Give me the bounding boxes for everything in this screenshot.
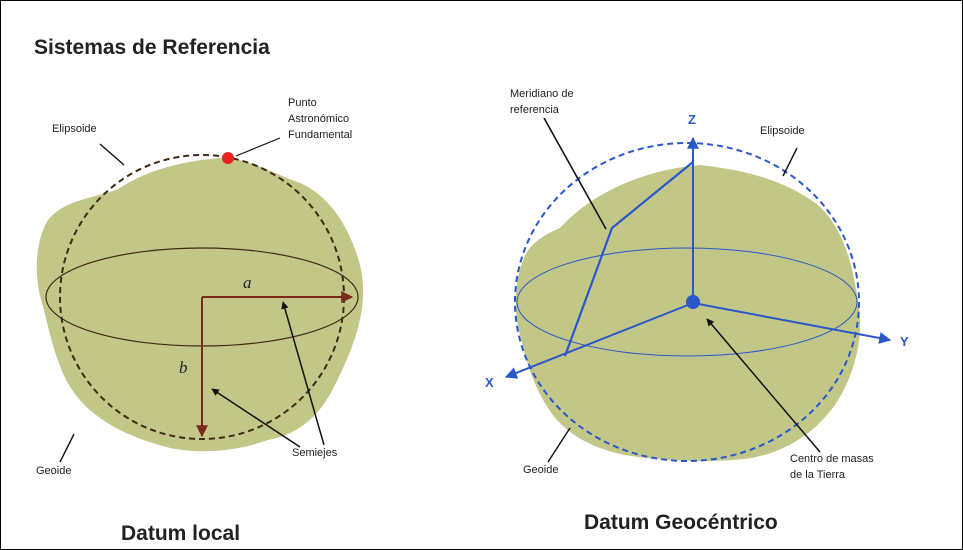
right-panel-datum-geocentrico: Z Y X Meridiano de referencia Elipsoide … [485,88,909,534]
x-axis-label: X [485,375,494,390]
semi-major-label: a [243,273,252,292]
right-caption: Datum Geocéntrico [584,511,778,534]
z-axis-label: Z [688,112,696,127]
right-ellipsoid-leader [782,147,798,177]
left-ellipsoid-leader [99,143,125,166]
fundamental-point-label: Punto Astronómico Fundamental [288,97,352,141]
semiaxes-label: Semiejes [292,447,338,459]
reference-meridian [563,161,694,357]
y-axis-label: Y [900,334,909,349]
center-of-mass-leader [706,318,821,453]
right-ellipsoid-outline [514,142,860,462]
right-geoid-label: Geoide [523,464,558,476]
semi-minor-label: b [179,358,188,377]
right-ellipsoid-label: Elipsoide [760,125,805,137]
left-geoid-leader [59,433,75,463]
center-of-mass-marker [686,295,700,309]
left-geoid-label: Geoide [36,465,71,477]
center-of-mass-label: Centro de masas de la Tierra [790,453,877,481]
x-axis [504,302,694,379]
meridian-leader [543,117,607,230]
semiaxes-leader-1 [211,388,301,448]
fundamental-point-marker [222,152,234,164]
right-equator-ellipse [516,247,858,357]
left-ellipsoid-label: Elipsoide [52,123,97,135]
left-caption: Datum local [121,522,240,545]
y-axis [692,302,892,344]
meridian-label: Meridiano de referencia [510,88,577,116]
left-geoid-shape [36,158,364,452]
page-title: Sistemas de Referencia [34,36,270,59]
right-geoid-leader [547,427,571,463]
semiaxes-leader-2 [281,301,325,446]
fundamental-point-leader [235,137,281,157]
right-geoid-shape [515,165,861,462]
left-panel-datum-local: a b Elipsoide Punto Astronómico Fundamen… [36,97,364,545]
